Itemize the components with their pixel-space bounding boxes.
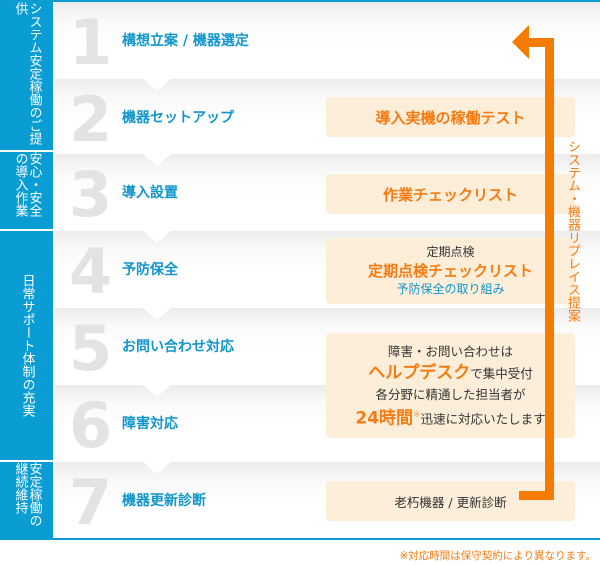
chevron-down-icon [143,462,171,474]
helpdesk-detail-box: 障害・お問い合わせは ヘルプデスクで集中受付 各分野に精通した担当者が 24時間… [326,333,575,438]
step-row-2: 2 機器セットアップ [55,79,600,156]
bottom-divider [0,538,600,540]
step-number: 1 [69,6,113,79]
step-number: 2 [69,83,113,156]
group-stable-operation: システム安定稼働のご提供 [0,2,53,150]
box-title: 定期点検チェックリスト [367,262,533,280]
cycle-arrow-bottom [519,491,554,500]
chevron-down-icon [143,154,171,166]
group-label: 日常サポート体制の充実 [19,274,35,417]
chevron-down-icon [143,231,171,243]
step-label: 導入設置 [122,185,178,201]
step-label: 予防保全 [122,262,178,278]
cycle-label: システム・機器リプレイス提案 [565,140,580,322]
step-label: 障害対応 [122,416,178,432]
group-continued-maintenance: 安定稼働の継続維持 [0,462,53,538]
step-number: 6 [69,389,113,462]
step2-detail-box: 導入実機の稼働テスト [326,97,575,137]
group-daily-support: 日常サポート体制の充実 [0,231,53,460]
step7-detail-box: 老朽機器 / 更新診断 [326,481,575,521]
step-number: 3 [69,158,113,231]
chevron-down-icon [143,79,171,91]
group-label: 安心・安全の導入作業 [12,152,42,217]
step-label: 構想立案 / 機器選定 [122,33,249,49]
phase-groups: システム安定稼働のご提供 安心・安全の導入作業 日常サポート体制の充実 安定稼働… [0,0,53,540]
helpdesk-line1: 障害・お問い合わせは [387,344,513,360]
group-label: システム安定稼働のご提供 [12,2,42,145]
group-safe-installation: 安心・安全の導入作業 [0,152,53,229]
cycle-arrow-top [522,38,554,47]
hours-highlight: 24時間 [355,408,414,429]
step-label: 機器セットアップ [122,110,234,126]
step4-detail-box: 定期点検 定期点検チェックリスト 予防保全の取り組み [326,238,575,304]
step-label: お問い合わせ対応 [122,339,234,355]
group-label: 安定稼働の継続維持 [12,462,42,527]
helpdesk-line2: で集中受付 [470,366,533,382]
chevron-down-icon [143,308,171,320]
box-title: 導入実機の稼働テスト [375,108,526,127]
box-caption: 予防保全の取り組み [396,282,505,296]
step-label: 機器更新診断 [122,493,206,509]
helpdesk-highlight: ヘルプデスク [368,363,471,384]
helpdesk-line4: 迅速に対応いたします [420,411,546,427]
box-title: 老朽機器 / 更新診断 [394,494,507,510]
footnote-mark: ※ [413,410,421,421]
step-number: 7 [69,466,113,539]
box-title: 作業チェックリスト [382,185,518,204]
chevron-down-icon [143,385,171,397]
step-row-1: 1 構想立案 / 機器選定 [55,2,600,79]
cycle-arrow-line [545,38,554,500]
box-subtitle: 定期点検 [426,245,475,259]
footnote: ※対応時間は保守契約により異なります。 [399,550,596,562]
step3-detail-box: 作業チェックリスト [326,174,575,214]
step-number: 5 [69,312,113,385]
step-number: 4 [69,235,113,308]
top-divider [0,0,600,2]
arrow-left-icon [512,25,529,59]
helpdesk-line3: 各分野に精通した担当者が [375,387,526,403]
